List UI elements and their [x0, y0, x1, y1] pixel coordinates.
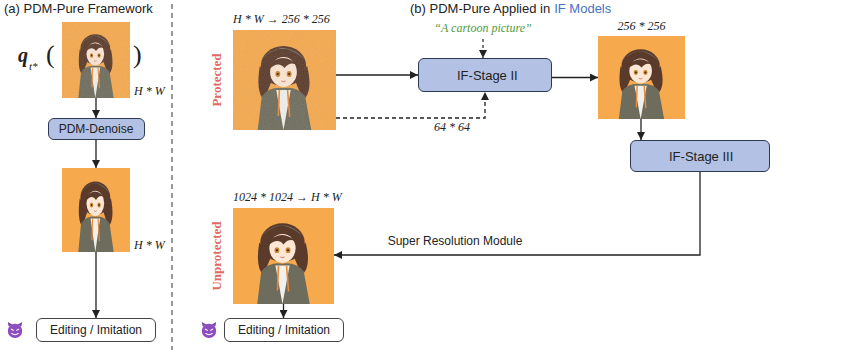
flow-arrow [640, 119, 641, 140]
flow-arrow [552, 77, 598, 78]
dashed-arrow [336, 92, 485, 118]
output-box: Editing / Imitation [224, 318, 344, 342]
resolution-label: 64 * 64 [432, 121, 472, 135]
flow-arrow [95, 98, 96, 118]
model-stage-box: IF-Stage II [418, 58, 552, 92]
flow-arrow [336, 74, 418, 75]
process-box: PDM-Denoise [48, 118, 145, 140]
status-label: Unprotected [210, 221, 224, 290]
panel-title: (a) PDM-Pure Framework [4, 2, 153, 17]
panel-title: (b) PDM-Pure Applied in [410, 2, 550, 17]
noise-overlay [62, 22, 130, 98]
status-label: Protected [210, 53, 224, 106]
image-node: ProtectedH * W → 256 * 256 [233, 30, 336, 130]
math-subscript: t* [29, 60, 38, 73]
panel-divider [171, 4, 172, 350]
output-box: Editing / Imitation [36, 318, 156, 342]
box-label: IF-Stage III [669, 149, 733, 164]
math-bracket: ( [46, 40, 55, 70]
box-label: IF-Stage II [457, 68, 518, 83]
size-label: H * W [134, 85, 165, 98]
protected-image [62, 22, 130, 98]
flow-arrow [95, 140, 96, 168]
image-node: H * W [62, 168, 130, 252]
purified-image [62, 168, 130, 252]
protected-image [233, 30, 336, 130]
devil-icon [8, 322, 22, 338]
box-label: Editing / Imitation [50, 323, 142, 337]
box-label: Editing / Imitation [238, 323, 330, 337]
prompt-leader-arrow [482, 39, 483, 58]
size-label: H * W → 256 * 256 [233, 13, 330, 26]
model-stage-box: IF-Stage III [630, 140, 770, 172]
flow-arrow [283, 304, 284, 318]
flow-arrow [334, 172, 700, 255]
image-node: H * W [62, 22, 130, 98]
flow-arrow [95, 252, 96, 318]
size-label: 1024 * 1024 → H * W [233, 191, 342, 204]
size-label: H * W [134, 239, 165, 252]
devil-icon [202, 322, 216, 338]
size-label: 256 * 256 [618, 20, 666, 33]
unprotected-image [233, 208, 334, 304]
stage-two-output-image [598, 36, 685, 119]
image-node: 256 * 256 [598, 36, 685, 119]
box-label: PDM-Denoise [59, 122, 134, 136]
module-label: Super Resolution Module [386, 235, 525, 249]
prompt-text: “A cartoon picture” [434, 22, 531, 36]
image-node: Unprotected1024 * 1024 → H * W [233, 208, 334, 304]
noise-overlay [233, 30, 336, 130]
math-symbol: q [18, 44, 28, 67]
math-bracket: ) [133, 40, 142, 70]
panel-title-highlight: IF Models [554, 2, 611, 17]
